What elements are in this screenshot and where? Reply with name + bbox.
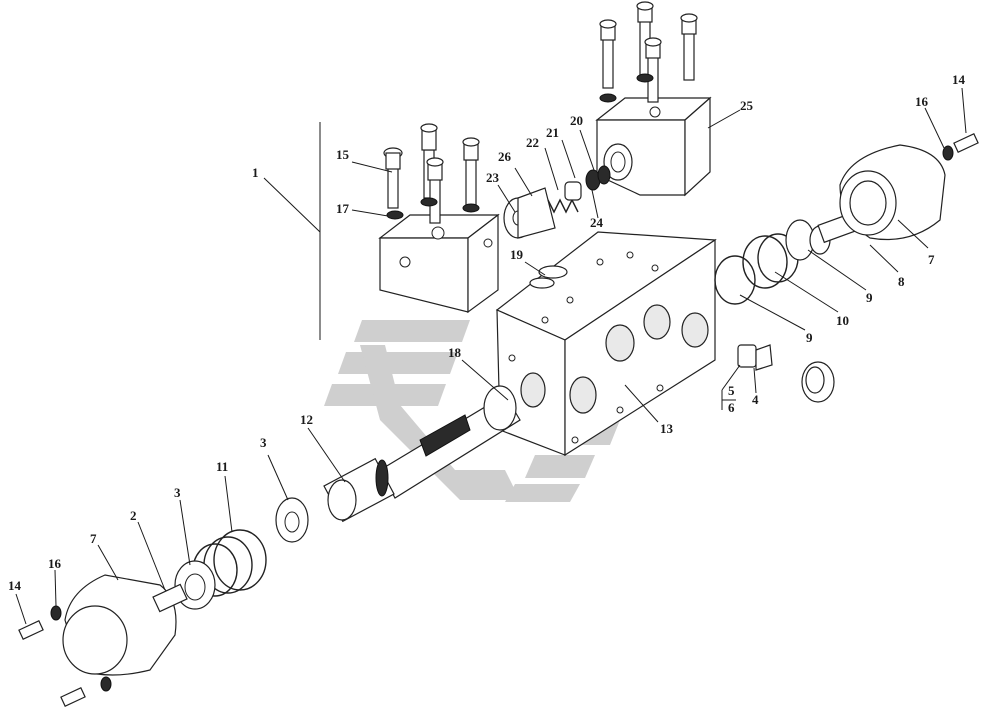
callout-23: 23	[486, 170, 500, 185]
callout-5: 5	[728, 383, 735, 398]
callout-14-right: 14	[952, 72, 966, 87]
callout-20: 20	[570, 113, 583, 128]
spool-assembly	[323, 385, 521, 523]
left-cover-block	[378, 213, 500, 314]
left-end-cap	[62, 574, 188, 676]
callout-21: 21	[546, 125, 559, 140]
callout-16-left: 16	[48, 556, 62, 571]
bolts-right-block	[599, 1, 698, 103]
callout-15: 15	[336, 147, 350, 162]
bolts-left-block	[383, 123, 480, 224]
callout-1: 1	[252, 165, 259, 180]
right-end-cap	[839, 144, 946, 241]
pilot-valve-parts	[503, 165, 611, 239]
valve-body	[495, 231, 717, 457]
callout-17: 17	[336, 201, 350, 216]
callout-4: 4	[752, 392, 759, 407]
callout-labels: 1 2 3 3 4 5 6 7 7 8 9 9 10 11 12 13 14 1…	[8, 72, 966, 593]
callout-2: 2	[130, 508, 137, 523]
callout-7-right: 7	[928, 252, 935, 267]
leader-lines	[15, 87, 967, 625]
callout-7-left: 7	[90, 531, 97, 546]
right-bolt-washer	[942, 133, 979, 161]
left-springs-and-seals	[174, 497, 309, 610]
callout-9-lower: 9	[806, 330, 813, 345]
right-cover-block	[595, 96, 712, 197]
callout-16-right: 16	[915, 94, 929, 109]
callout-25: 25	[740, 98, 754, 113]
callout-9-upper: 9	[866, 290, 873, 305]
callout-13: 13	[660, 421, 674, 436]
callout-3-left: 3	[174, 485, 181, 500]
callout-3-right: 3	[260, 435, 267, 450]
callout-26: 26	[498, 149, 512, 164]
callout-22: 22	[526, 135, 539, 150]
left-bolts-washers	[18, 605, 112, 707]
right-plug-and-fitting	[737, 344, 835, 403]
callout-10: 10	[836, 313, 849, 328]
callout-12: 12	[300, 412, 313, 427]
leader-1	[263, 177, 321, 233]
callout-19: 19	[510, 247, 524, 262]
callout-18: 18	[448, 345, 462, 360]
callout-24: 24	[590, 215, 604, 230]
callout-8: 8	[898, 274, 905, 289]
callout-11: 11	[216, 459, 228, 474]
right-spring-and-seals	[714, 210, 863, 305]
callout-6: 6	[728, 400, 735, 415]
callout-14-left: 14	[8, 578, 22, 593]
